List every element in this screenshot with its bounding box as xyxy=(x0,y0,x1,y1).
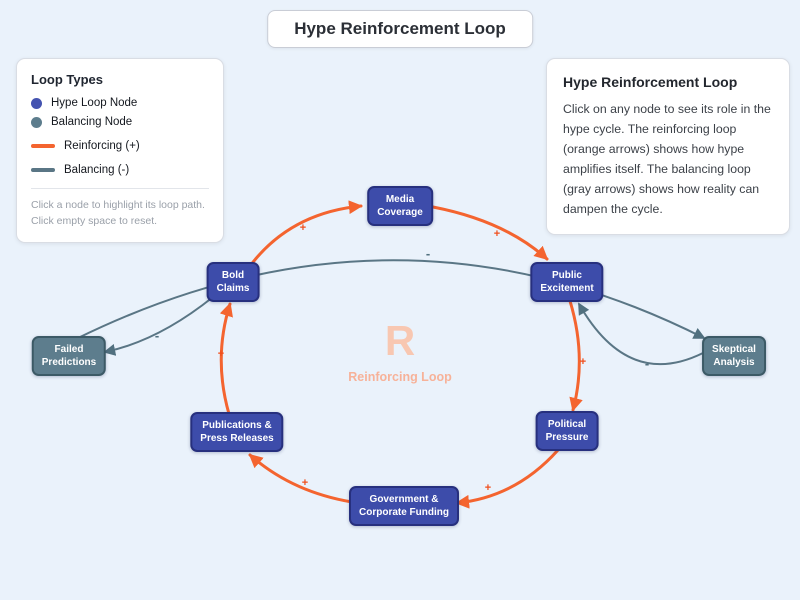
legend-panel: Loop Types Hype Loop Node Balancing Node… xyxy=(16,58,224,243)
node-failed-predictions[interactable]: Failed Predictions xyxy=(31,336,107,376)
legend-help-line: Click a node to highlight its loop path. xyxy=(31,199,205,211)
page-title: Hype Reinforcement Loop xyxy=(267,10,533,48)
node-publications-press-releases[interactable]: Publications & Press Releases xyxy=(190,412,284,452)
edge-label-plus: + xyxy=(300,222,306,234)
edge-label-plus: + xyxy=(218,348,224,360)
legend-item-balancing: Balancing (-) xyxy=(31,164,209,176)
edge-public-excitement-to-political-pressure xyxy=(568,299,583,412)
legend-item-balancing-node: Balancing Node xyxy=(31,116,209,128)
reinforcing-line-icon xyxy=(31,144,55,148)
legend-item-label: Balancing (-) xyxy=(64,164,130,176)
hype-node-dot-icon xyxy=(31,97,42,109)
legend-item-label: Hype Loop Node xyxy=(51,97,138,109)
edge-label-minus: - xyxy=(155,328,159,343)
edge-publications-to-bold-claims xyxy=(219,302,233,416)
node-public-excitement[interactable]: Public Excitement xyxy=(530,262,604,302)
node-skeptical-analysis[interactable]: Skeptical Analysis xyxy=(702,336,766,376)
node-bold-claims[interactable]: Bold Claims xyxy=(206,262,260,302)
edge-label-plus: + xyxy=(494,228,500,240)
legend-divider xyxy=(31,188,209,189)
balancing-line-icon xyxy=(31,168,55,172)
node-media-coverage[interactable]: Media Coverage xyxy=(367,186,433,226)
edge-media-coverage-to-public-excitement xyxy=(431,205,549,261)
legend-title: Loop Types xyxy=(31,72,103,87)
edge-failed-predictions-to-skeptical-analysis xyxy=(75,259,706,340)
legend-item-hype-node: Hype Loop Node xyxy=(31,97,209,109)
edge-skeptical-analysis-to-public-excitement xyxy=(578,302,704,366)
edge-label-minus: - xyxy=(426,246,430,261)
edge-political-pressure-to-government-funding xyxy=(455,448,560,509)
edge-label-plus: + xyxy=(485,482,491,494)
legend-item-label: Balancing Node xyxy=(51,116,133,128)
node-political-pressure[interactable]: Political Pressure xyxy=(535,411,599,451)
info-panel-title: Hype Reinforcement Loop xyxy=(563,74,738,90)
node-government-corporate-funding[interactable]: Government & Corporate Funding xyxy=(349,486,459,526)
info-panel-body: Click on any node to see its role in the… xyxy=(563,102,771,216)
balancing-node-dot-icon xyxy=(31,116,42,128)
legend-item-label: Reinforcing (+) xyxy=(64,140,140,152)
legend-help-text: Click a node to highlight its loop path.… xyxy=(31,197,209,230)
legend-help-line: Click empty space to reset. xyxy=(31,215,158,228)
edge-bold-claims-to-failed-predictions xyxy=(103,296,214,356)
edge-label-minus: - xyxy=(645,356,649,371)
edge-label-plus: + xyxy=(302,477,308,489)
info-panel: Hype Reinforcement Loop Click on any nod… xyxy=(546,58,790,236)
edge-bold-claims-to-media-coverage xyxy=(248,200,363,268)
edge-label-plus: + xyxy=(580,356,586,368)
edge-government-funding-to-publications xyxy=(248,453,354,504)
legend-item-reinforcing: Reinforcing (+) xyxy=(31,140,209,152)
